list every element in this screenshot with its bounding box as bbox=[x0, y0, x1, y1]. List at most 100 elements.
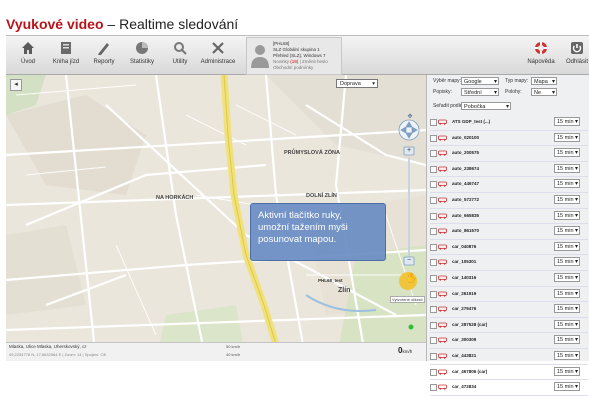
vehicle-row[interactable]: car_105301 15 min bbox=[430, 255, 588, 271]
vehicle-name[interactable]: car_105301 bbox=[452, 259, 477, 265]
toolbar-home-button[interactable]: Úvod bbox=[10, 38, 46, 72]
vehicle-name[interactable]: car_467806 (car) bbox=[452, 368, 488, 374]
interval-select[interactable]: 15 min bbox=[554, 272, 580, 283]
toolbar-utility-button[interactable]: Utility bbox=[162, 38, 198, 72]
toolbar-logbook-button[interactable]: Kniha jízd bbox=[48, 38, 84, 72]
vehicle-row[interactable]: auto_446747 15 min bbox=[430, 177, 588, 193]
vehicle-row[interactable]: car_040876 15 min bbox=[430, 240, 588, 256]
arrow-left-icon: ◂ bbox=[14, 81, 18, 88]
vehicle-row[interactable]: car_467806 (car) 15 min bbox=[430, 365, 588, 381]
vehicle-name[interactable]: car_140316 bbox=[452, 274, 477, 280]
interval-select[interactable]: 15 min bbox=[554, 319, 580, 330]
interval-select[interactable]: 15 min bbox=[554, 148, 580, 158]
interval-select[interactable]: 15 min bbox=[554, 117, 580, 127]
vehicle-row[interactable]: car_287528 (car) 15 min bbox=[430, 318, 588, 334]
interval-select[interactable]: 15 min bbox=[554, 350, 580, 361]
vehicle-name[interactable]: car_443821 bbox=[452, 352, 477, 358]
vehicle-row[interactable]: auto_572772 15 min bbox=[430, 193, 588, 209]
vehicle-checkbox[interactable] bbox=[430, 119, 437, 126]
vehicle-row[interactable]: car_140316 15 min bbox=[430, 271, 588, 287]
sort-select[interactable]: Pobočka bbox=[461, 102, 511, 111]
interval-select[interactable]: 15 min bbox=[554, 132, 580, 143]
vehicle-checkbox[interactable] bbox=[430, 259, 437, 267]
vehicle-checkbox[interactable] bbox=[430, 274, 437, 282]
interval-select[interactable]: 15 min bbox=[554, 226, 580, 236]
interval-select[interactable]: 15 min bbox=[554, 194, 580, 205]
interval-select[interactable]: 15 min bbox=[554, 288, 580, 299]
interval-select[interactable]: 15 min bbox=[554, 241, 580, 252]
interval-select[interactable]: 15 min bbox=[554, 210, 580, 221]
vehicle-row[interactable]: auto_238674 15 min bbox=[430, 162, 588, 178]
map-type-select[interactable]: Google bbox=[461, 77, 499, 86]
hand-tool-button[interactable]: ✋ bbox=[405, 273, 417, 287]
labels-select[interactable]: Střední bbox=[461, 88, 499, 97]
vehicle-checkbox[interactable] bbox=[430, 181, 437, 189]
vehicle-name[interactable]: car_040876 bbox=[452, 243, 477, 249]
vehicle-row[interactable]: car_443821 15 min bbox=[430, 349, 588, 365]
vehicle-checkbox[interactable] bbox=[430, 165, 437, 173]
terms-link[interactable]: Obchodní podmínky bbox=[273, 65, 314, 70]
vehicle-name[interactable]: car_300309 bbox=[452, 337, 477, 343]
interval-select[interactable]: 15 min bbox=[554, 304, 580, 314]
vehicle-row[interactable]: auto_665835 15 min bbox=[430, 209, 588, 225]
vehicle-checkbox[interactable] bbox=[430, 228, 437, 236]
vehicle-name[interactable]: auto_238674 bbox=[452, 165, 480, 171]
vehicle-row[interactable]: auto_861570 15 min bbox=[430, 224, 588, 240]
vehicle-checkbox[interactable] bbox=[430, 337, 437, 345]
map-kind-label: Typ mapy: bbox=[505, 78, 529, 84]
back-arrow-button[interactable]: ◂ bbox=[10, 79, 22, 91]
vehicle-name[interactable]: car_279476 bbox=[452, 306, 477, 312]
toolbar-reports-button[interactable]: Reporty bbox=[86, 38, 122, 72]
vehicle-row[interactable]: auto_200575 15 min bbox=[430, 146, 588, 162]
toolbar-help-button[interactable]: Nápověda bbox=[523, 38, 559, 72]
toolbar-logout-label: Odhlásit bbox=[565, 59, 588, 65]
vehicle-name[interactable]: auto_572772 bbox=[452, 196, 480, 202]
vehicle-name[interactable]: car_261919 bbox=[452, 290, 477, 296]
positions-select[interactable]: Ne bbox=[531, 88, 557, 97]
interval-select[interactable]: 15 min bbox=[554, 366, 580, 377]
vehicle-checkbox[interactable] bbox=[430, 321, 437, 329]
vehicle-checkbox[interactable] bbox=[430, 290, 437, 298]
vehicle-name[interactable]: auto_861570 bbox=[452, 228, 480, 234]
vehicle-row[interactable]: ATS GDP_test (...) 15 min bbox=[430, 115, 588, 131]
vehicle-checkbox[interactable] bbox=[430, 134, 437, 142]
vehicle-row[interactable]: car_300309 15 min bbox=[430, 333, 588, 349]
change-password-link[interactable]: | Změnit heslo bbox=[299, 59, 328, 64]
toolbar-stats-button[interactable]: Statistiky bbox=[124, 38, 160, 72]
interval-select[interactable]: 15 min bbox=[554, 257, 580, 267]
vehicle-name[interactable]: car_287528 (car) bbox=[452, 321, 488, 327]
vehicle-checkbox[interactable] bbox=[430, 306, 437, 314]
vehicle-checkbox[interactable] bbox=[430, 243, 437, 251]
vehicle-checkbox[interactable] bbox=[430, 196, 437, 204]
speed-unit: km/h bbox=[402, 349, 413, 354]
map-view[interactable]: PRŮMYSLOVÁ ZÓNA NA HORKÁCH DOLNÍ ZLÍN Zl… bbox=[6, 75, 426, 361]
vehicle-row[interactable]: auto_020100 15 min bbox=[430, 131, 588, 147]
vehicle-name[interactable]: auto_446747 bbox=[452, 181, 480, 187]
vehicle-row[interactable]: car_261919 15 min bbox=[430, 287, 588, 303]
vehicle-name[interactable]: auto_665835 bbox=[452, 212, 480, 218]
vehicle-name[interactable]: car_472834 bbox=[452, 384, 477, 390]
vehicle-row[interactable]: car_472834 15 min bbox=[430, 380, 588, 396]
vehicle-checkbox[interactable] bbox=[430, 352, 437, 360]
pan-control[interactable]: ✥ bbox=[404, 113, 416, 122]
vehicle-name[interactable]: ATS GDP_test (...) bbox=[452, 119, 491, 124]
vehicle-name[interactable]: auto_200575 bbox=[452, 150, 480, 156]
zoom-in-button[interactable]: + bbox=[404, 147, 414, 155]
toolbar-logout-button[interactable]: Odhlásit bbox=[559, 38, 589, 72]
interval-select[interactable]: 15 min bbox=[554, 163, 580, 174]
traffic-select[interactable]: Doprava▾ bbox=[336, 79, 378, 88]
vehicle-checkbox[interactable] bbox=[430, 150, 437, 158]
zoom-out-button[interactable]: − bbox=[404, 257, 414, 265]
vehicle-checkbox[interactable] bbox=[430, 212, 437, 220]
toolbar-admin-button[interactable]: Administrace bbox=[200, 38, 236, 72]
vehicle-checkbox[interactable] bbox=[430, 368, 437, 376]
tooltip-line-1: Aktivní tlačítko ruky, bbox=[258, 210, 342, 221]
vehicle-checkbox[interactable] bbox=[430, 384, 437, 392]
interval-select[interactable]: 15 min bbox=[554, 335, 580, 345]
vehicle-name[interactable]: auto_020100 bbox=[452, 134, 480, 140]
news-link[interactable]: Novinky bbox=[273, 59, 290, 64]
map-kind-select[interactable]: Mapa bbox=[531, 77, 557, 86]
interval-select[interactable]: 15 min bbox=[554, 179, 580, 189]
vehicle-row[interactable]: car_279476 15 min bbox=[430, 302, 588, 318]
interval-select[interactable]: 15 min bbox=[554, 382, 580, 392]
